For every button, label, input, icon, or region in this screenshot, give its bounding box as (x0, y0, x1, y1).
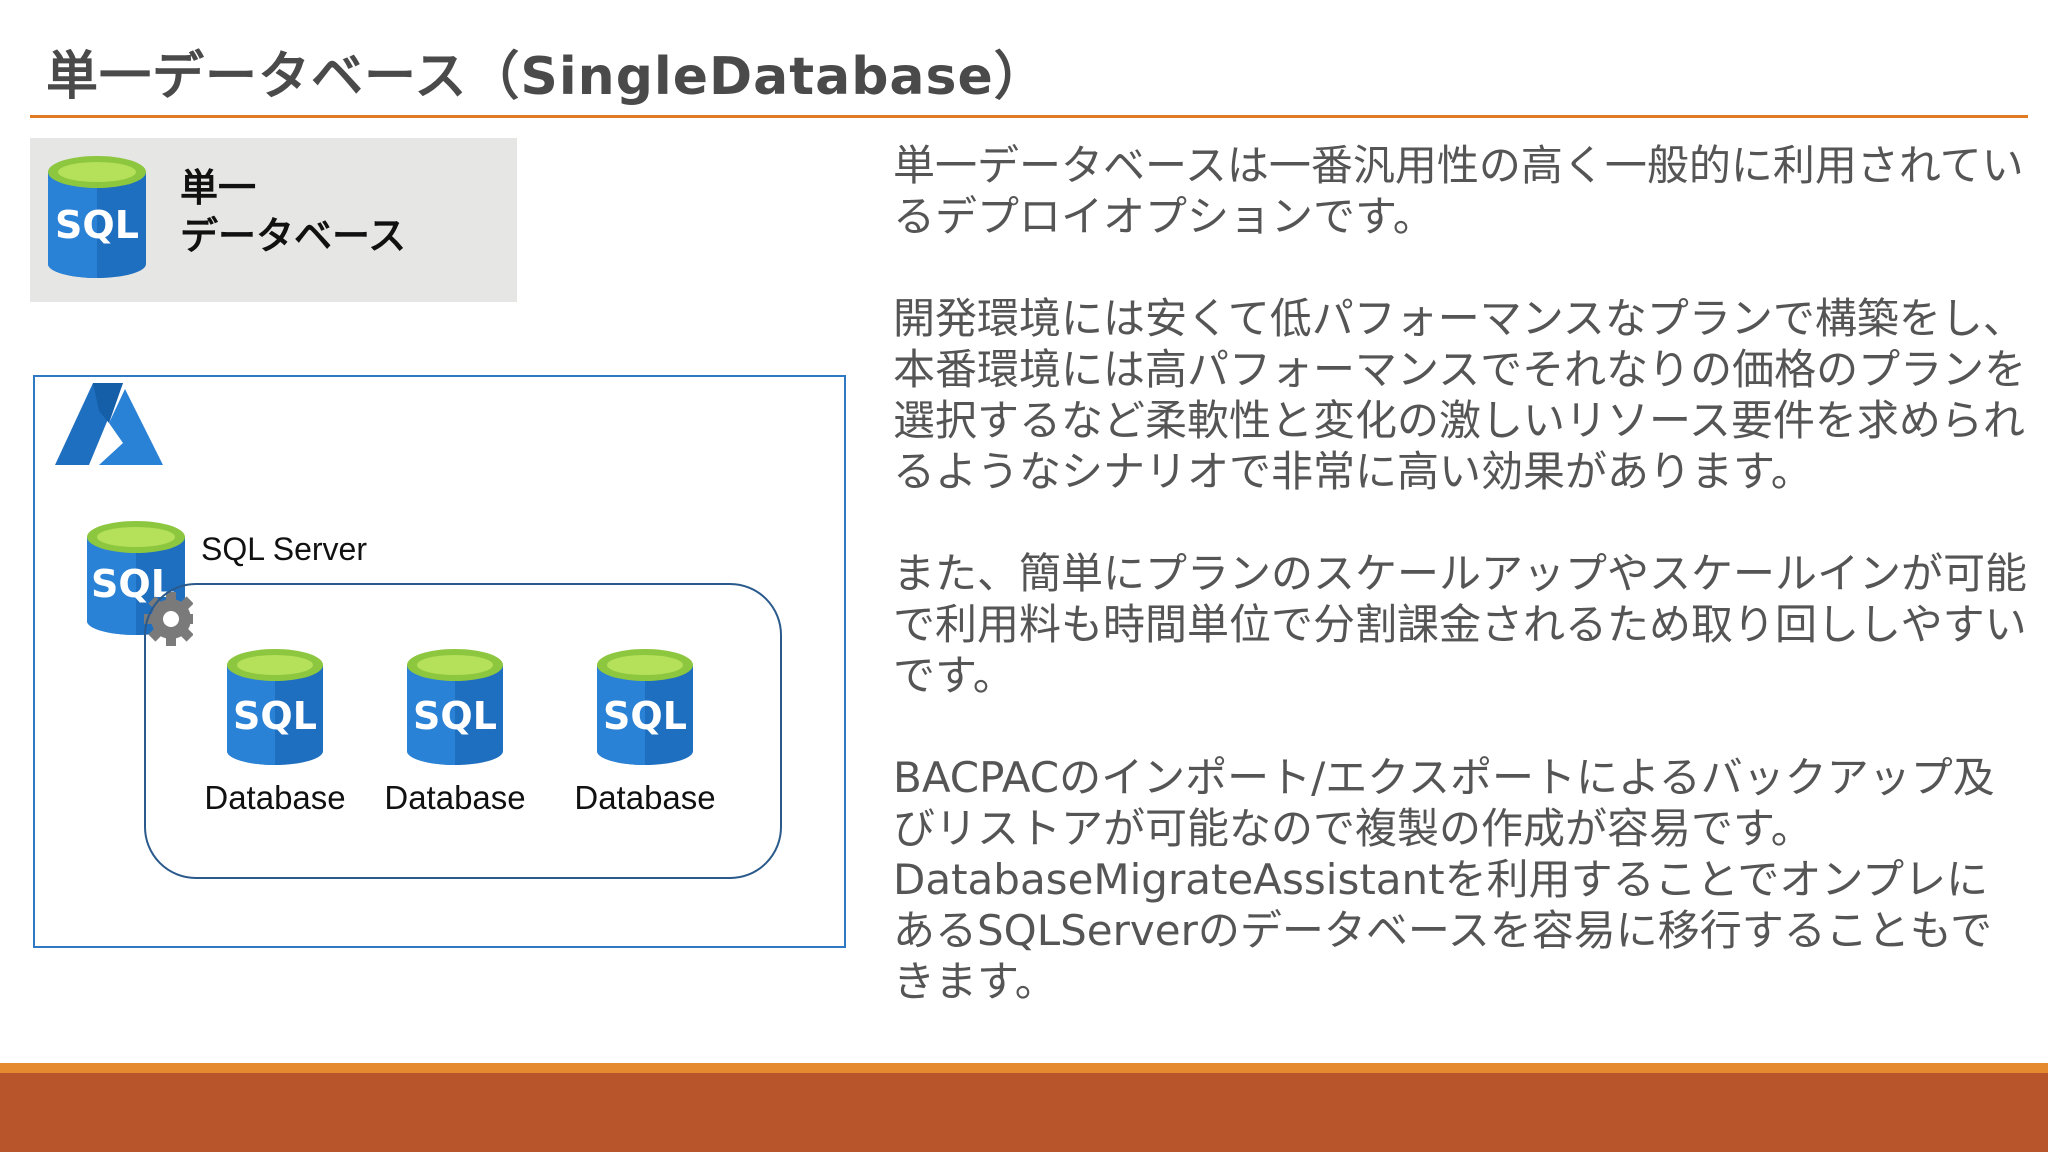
label-line-2: データベース (180, 214, 407, 258)
single-database-label: 単一 データベース (180, 164, 406, 260)
description-text: 単一データベースは一番汎用性の高く一般的に利用されているデプロイオプションです。… (893, 140, 2028, 1058)
sql-database-icon: SQL (407, 649, 503, 765)
database-item: SQL Database (380, 645, 530, 817)
server-database-group (144, 583, 782, 879)
paragraph-environments: 開発環境には安くて低パフォーマンスなプランで構築をし、本番環境には高パフォーマン… (893, 294, 2027, 496)
single-database-label-card: SQL 単一 データベース (30, 138, 517, 302)
database-label: Database (204, 779, 346, 816)
sql-icon-text: SQL (233, 694, 317, 738)
footer-accent-line (0, 1063, 2048, 1073)
sql-database-icon: SQL (227, 649, 323, 765)
sql-server-diagram: SQL SQL Server SQL Database SQL (33, 375, 846, 948)
sql-icon-text: SQL (55, 203, 139, 247)
label-line-1: 単一 (180, 166, 257, 210)
title-divider (30, 115, 2028, 118)
sql-server-label: SQL Server (201, 531, 367, 567)
azure-logo-icon (55, 383, 163, 465)
sql-database-icon: SQL (48, 156, 146, 278)
sql-database-icon: SQL (597, 649, 693, 765)
slide-title: 単一データベース（SingleDatabase） (46, 47, 1047, 107)
paragraph-deployment-option: 単一データベースは一番汎用性の高く一般的に利用されているデプロイオプションです。 (893, 141, 2024, 241)
sql-icon-text: SQL (413, 694, 497, 738)
paragraph-scaling: また、簡単にプランのスケールアップやスケールインが可能で利用料も時間単位で分割課… (893, 549, 2028, 700)
paragraph-bacpac-migration: BACPACのインポート/エクスポートによるバックアップ及びリストアが可能なので… (893, 753, 1995, 1006)
database-item: SQL Database (570, 645, 720, 817)
database-label: Database (384, 779, 526, 816)
database-label: Database (574, 779, 716, 816)
database-item: SQL Database (200, 645, 350, 817)
footer-band (0, 1073, 2048, 1152)
sql-icon-text: SQL (603, 694, 687, 738)
